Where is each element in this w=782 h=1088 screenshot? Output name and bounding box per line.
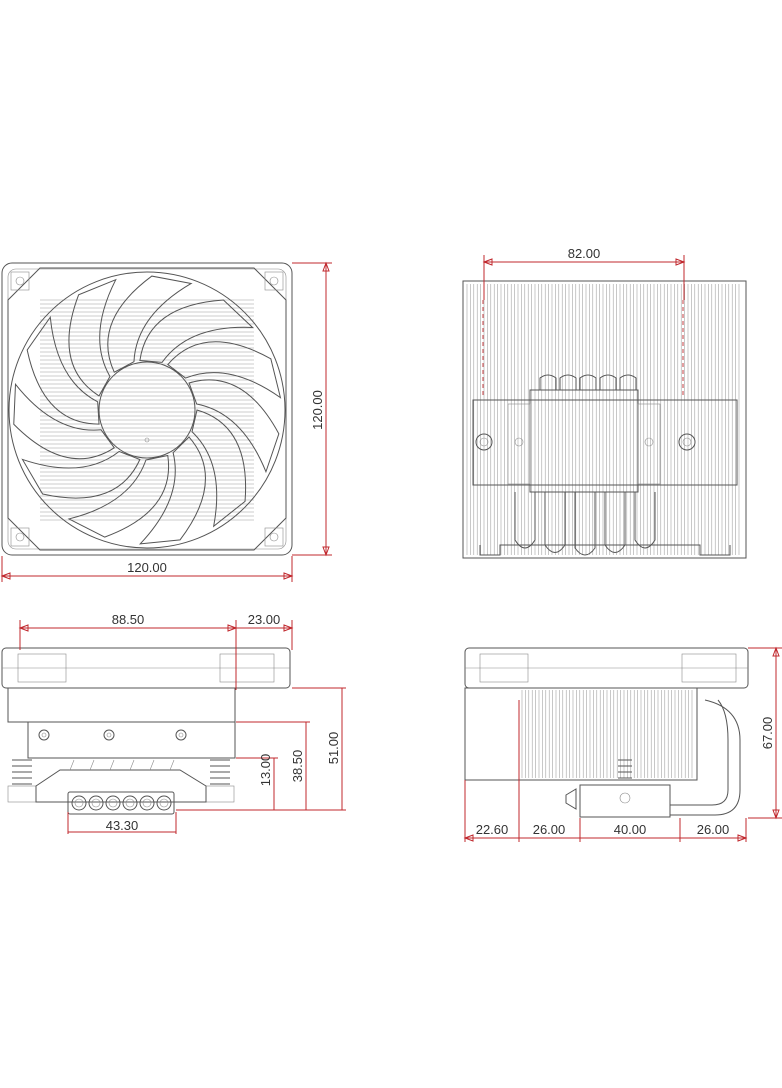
side-base-dimension: 43.30 — [67, 812, 177, 834]
fan-blade — [21, 450, 141, 499]
front-width-dimension: 120.00 — [0, 556, 294, 582]
top-width-label: 82.00 — [568, 246, 601, 261]
side-base-label: 43.30 — [106, 818, 139, 833]
rear-height-label: 67.00 — [760, 717, 775, 750]
front-height-label: 120.00 — [310, 390, 325, 430]
rear-view — [464, 647, 749, 818]
fan-blade — [139, 299, 254, 363]
top-heatsink-fins — [466, 284, 740, 555]
top-width-dimension: 82.00 — [482, 246, 686, 300]
fan-blade — [67, 454, 170, 538]
side-view — [1, 647, 291, 815]
front-height-dimension: 120.00 — [292, 261, 332, 557]
side-length-label: 88.50 — [112, 612, 145, 627]
side-spring-left — [7, 759, 37, 803]
front-width-label: 120.00 — [127, 560, 167, 575]
side-dim-a-label: 13.00 — [258, 754, 273, 787]
side-length-dimension: 88.50 — [18, 612, 238, 690]
side-offset-dimension: 23.00 — [236, 612, 294, 650]
fan-blade — [191, 409, 247, 528]
fan-blade — [188, 379, 280, 474]
fan-blade — [26, 315, 100, 425]
rear-spring — [618, 759, 632, 804]
fan-blade — [13, 382, 115, 460]
fan-blade — [167, 341, 282, 399]
rear-height-dimension: 67.00 — [748, 646, 782, 820]
side-dim-b-label: 38.50 — [290, 750, 305, 783]
top-view-heatsink — [462, 280, 747, 559]
fan-blade — [68, 278, 117, 397]
side-offset-label: 23.00 — [248, 612, 281, 627]
rear-seg3-label: 40.00 — [614, 822, 647, 837]
rear-seg2-label: 26.00 — [533, 822, 566, 837]
rear-heatsink-fins — [521, 690, 693, 778]
side-spring-right — [205, 759, 235, 803]
front-view-fan — [1, 262, 293, 556]
front-heatsink-fins — [40, 299, 254, 521]
rear-horizontal-dimensions: 22.60 26.00 40.00 26.00 — [463, 700, 748, 842]
rear-seg4-label: 26.00 — [697, 822, 730, 837]
rear-seg1-label: 22.60 — [476, 822, 509, 837]
fan-blade — [138, 436, 206, 545]
fan-corner-screw — [10, 271, 284, 547]
side-vertical-dimensions: 13.00 38.50 51.00 — [176, 687, 346, 811]
fan-blades — [13, 275, 282, 545]
side-dim-c-label: 51.00 — [326, 732, 341, 765]
heatpipe-ends — [67, 791, 175, 815]
fan-blade — [107, 275, 193, 373]
top-heatpipes — [514, 374, 656, 556]
